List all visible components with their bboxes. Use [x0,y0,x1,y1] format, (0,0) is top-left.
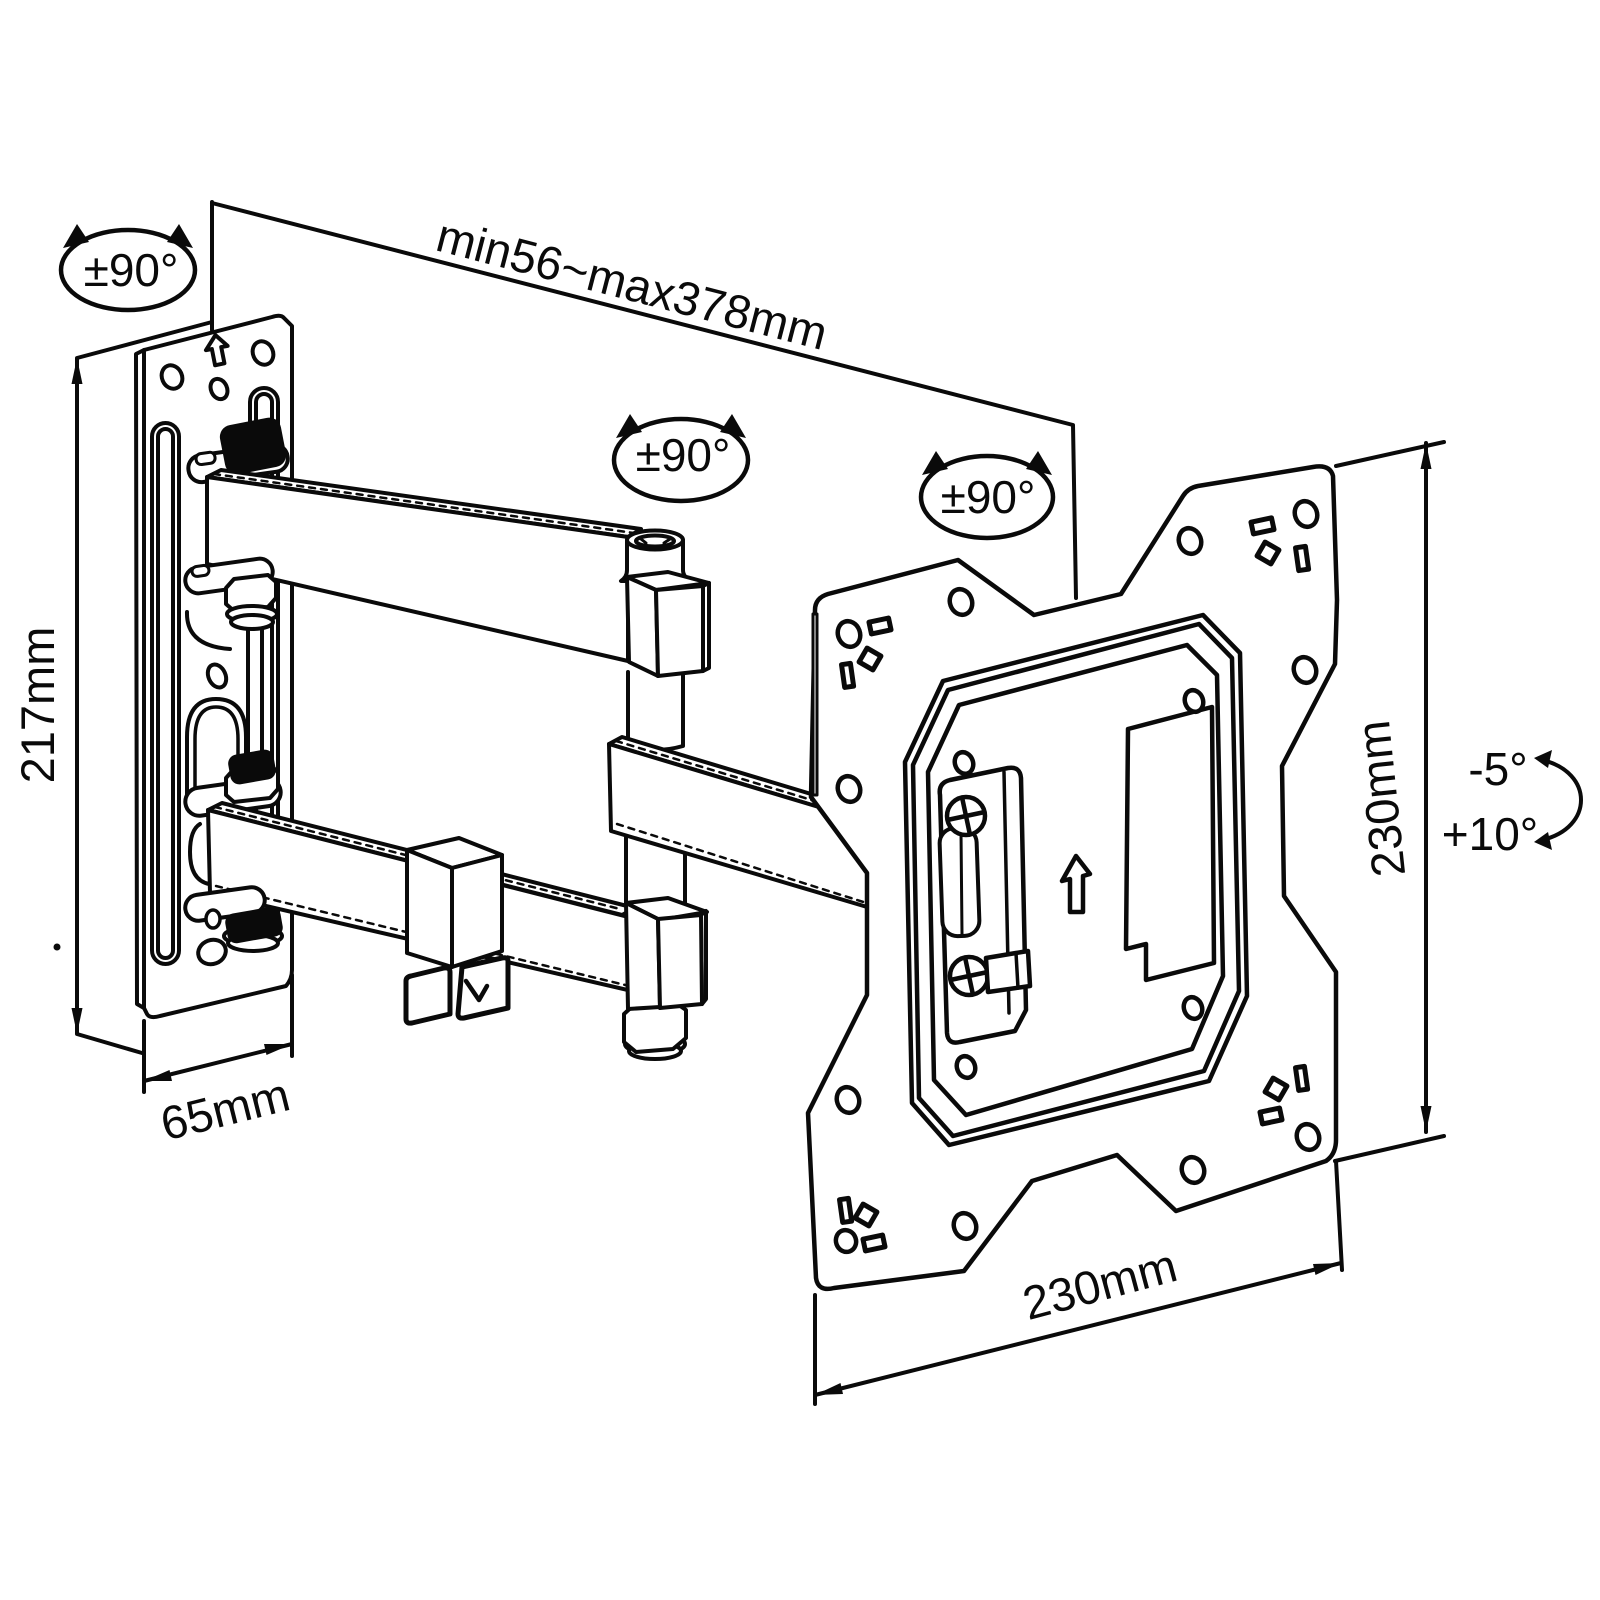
svg-text:-5°: -5° [1468,743,1527,795]
svg-text:±90°: ±90° [636,429,731,481]
svg-text:±90°: ±90° [84,244,179,296]
svg-text:±90°: ±90° [941,471,1036,523]
svg-text:217mm: 217mm [11,627,64,784]
svg-text:+10°: +10° [1442,808,1538,860]
